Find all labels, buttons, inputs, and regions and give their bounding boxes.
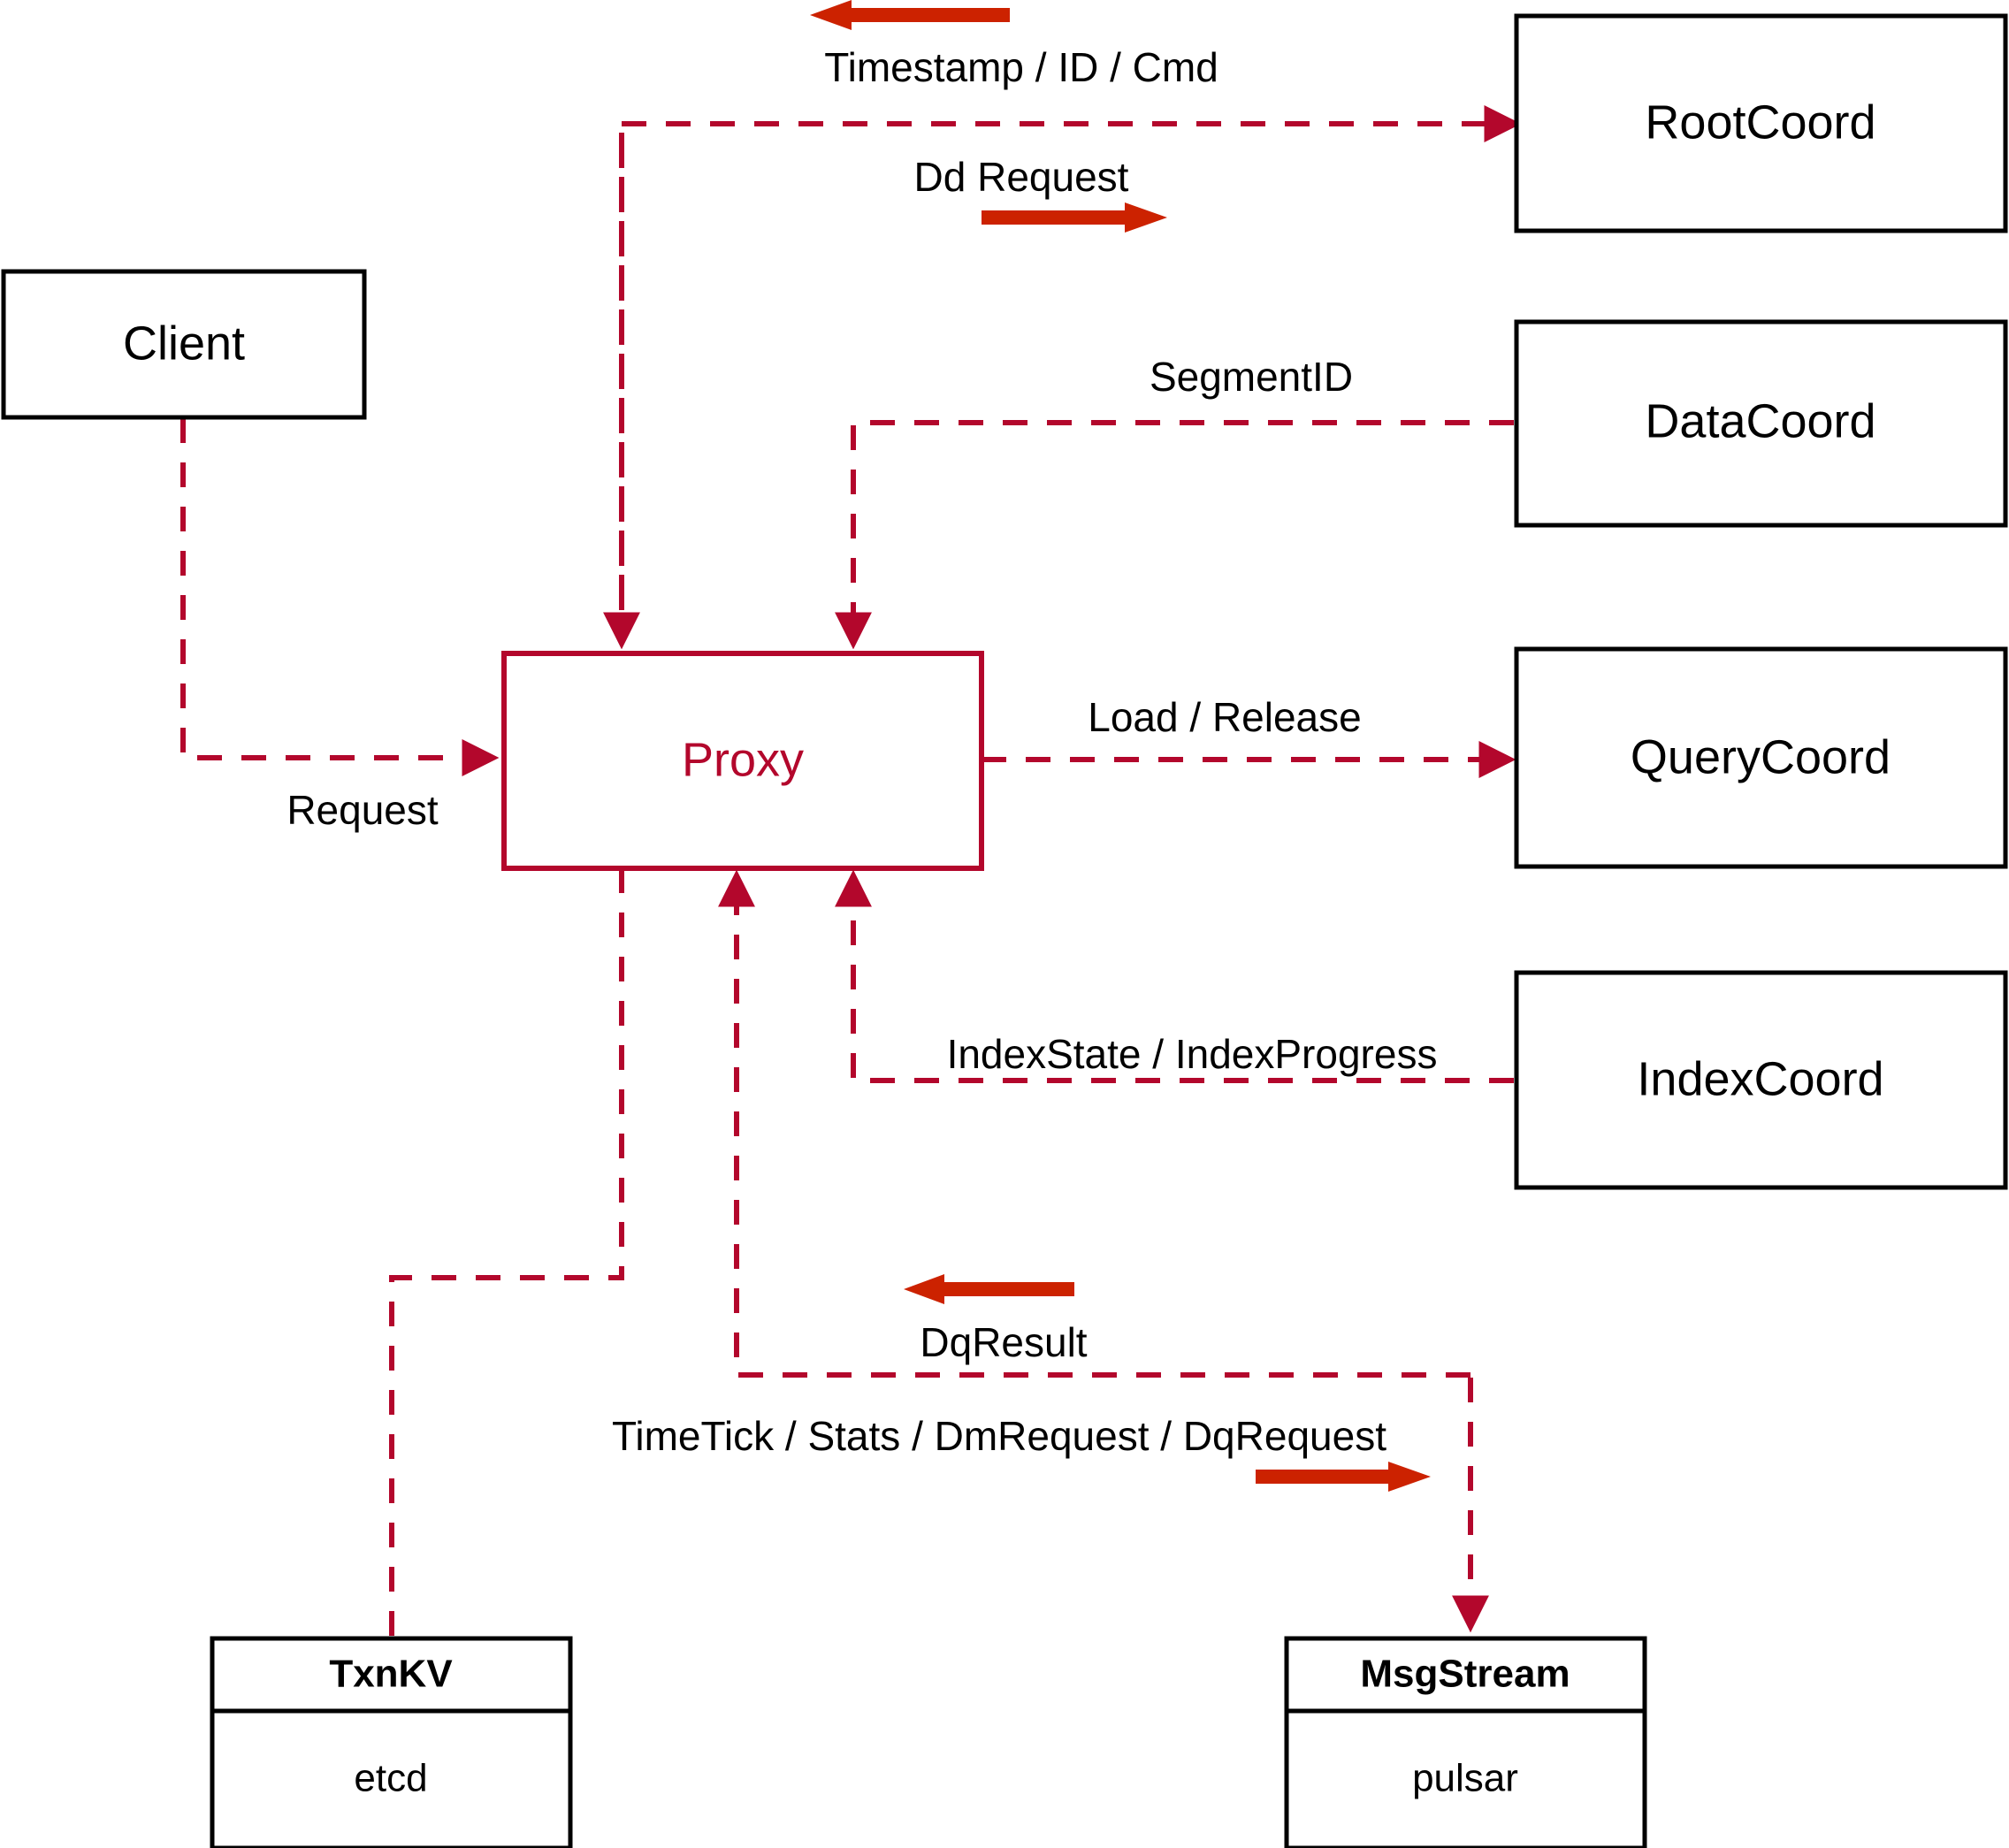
node-txnkv[interactable]: TxnKV etcd — [210, 1636, 573, 1848]
direction-arrow-left-dqresult — [904, 1274, 1074, 1304]
node-datacoord[interactable]: DataCoord — [1514, 319, 2008, 528]
node-txnkv-impl: etcd — [354, 1757, 427, 1800]
edge-label-request: Request — [286, 787, 439, 833]
node-datacoord-label: DataCoord — [1645, 394, 1875, 447]
node-txnkv-title: TxnKV — [329, 1653, 453, 1696]
edge-proxy-to-rootcoord — [619, 105, 1522, 610]
node-client[interactable]: Client — [1, 269, 367, 420]
node-rootcoord-label: RootCoord — [1645, 95, 1875, 149]
edge-label-segment-id: SegmentID — [1150, 354, 1353, 400]
direction-arrow-left-timestamp — [810, 0, 1010, 30]
node-msgstream-impl: pulsar — [1412, 1757, 1518, 1800]
edge-msgstream-to-proxy — [718, 869, 1470, 1378]
node-querycoord-label: QueryCoord — [1631, 730, 1891, 783]
node-proxy-label: Proxy — [682, 733, 804, 786]
direction-arrow-right-dd-request — [982, 202, 1167, 233]
direction-arrow-right-timetick — [1256, 1462, 1431, 1492]
node-indexcoord[interactable]: IndexCoord — [1514, 970, 2008, 1190]
edge-datacoord-to-proxy — [835, 420, 1514, 650]
node-querycoord[interactable]: QueryCoord — [1514, 646, 2008, 869]
edge-label-dq-result: DqResult — [920, 1319, 1087, 1365]
edge-label-index-state-progress: IndexState / IndexProgress — [947, 1031, 1438, 1077]
edge-label-dd-request: Dd Request — [914, 154, 1129, 200]
edge-label-timestamp-id-cmd: Timestamp / ID / Cmd — [824, 44, 1218, 90]
edge-label-load-release: Load / Release — [1088, 694, 1361, 740]
edge-client-to-proxy — [180, 418, 500, 776]
node-rootcoord[interactable]: RootCoord — [1514, 13, 2008, 233]
node-proxy[interactable]: Proxy — [501, 651, 984, 871]
node-msgstream-title: MsgStream — [1360, 1653, 1570, 1696]
node-client-label: Client — [123, 317, 245, 370]
node-indexcoord-label: IndexCoord — [1637, 1052, 1883, 1105]
edge-label-timetick-stats: TimeTick / Stats / DmRequest / DqRequest — [612, 1413, 1386, 1459]
edge-proxy-to-txnkv — [389, 868, 624, 1638]
edge-indexcoord-to-proxy — [835, 869, 1514, 1083]
node-msgstream[interactable]: MsgStream pulsar — [1284, 1636, 1647, 1848]
